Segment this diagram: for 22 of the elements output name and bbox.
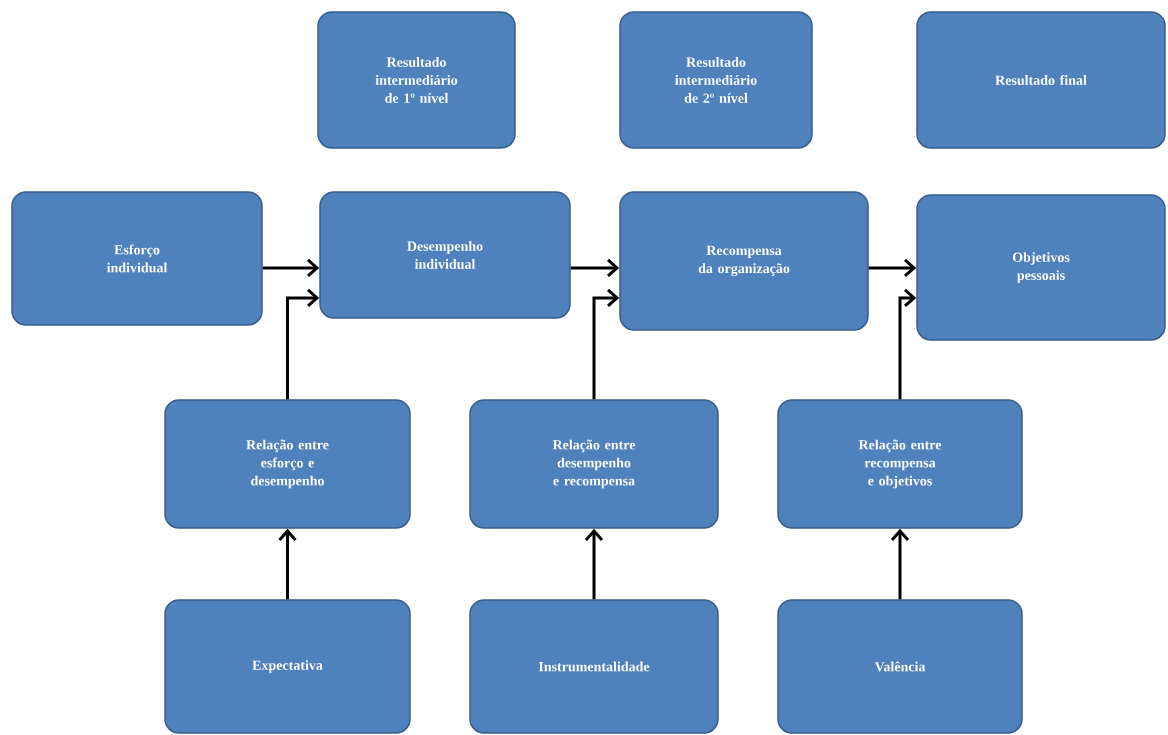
process-box: Resultado intermediário de 1º nível [317, 11, 516, 149]
process-box: Instrumentalidade [469, 599, 719, 734]
arrow [570, 258, 620, 278]
process-box: Recompensa da organização [619, 191, 869, 331]
arrow [868, 258, 917, 278]
process-box: Relação entre recompensa e objetivos [777, 399, 1023, 529]
process-box: Objetivos pessoais [916, 194, 1166, 341]
arrow [890, 528, 910, 600]
process-box: Esforço individual [11, 191, 263, 326]
process-box: Relação entre desempenho e recompensa [469, 399, 719, 529]
arrow [286, 288, 320, 400]
arrow [898, 288, 917, 400]
process-box: Expectativa [164, 599, 411, 734]
process-box: Resultado intermediário de 2º nível [619, 11, 813, 149]
arrow [592, 288, 620, 400]
process-box: Valência [777, 599, 1023, 734]
process-box: Relação entre esforço e desempenho [164, 399, 411, 529]
arrow [262, 258, 320, 278]
arrow [278, 528, 297, 600]
process-box: Resultado final [916, 11, 1166, 149]
process-box: Desempenho individual [319, 191, 571, 319]
arrow [584, 528, 604, 600]
